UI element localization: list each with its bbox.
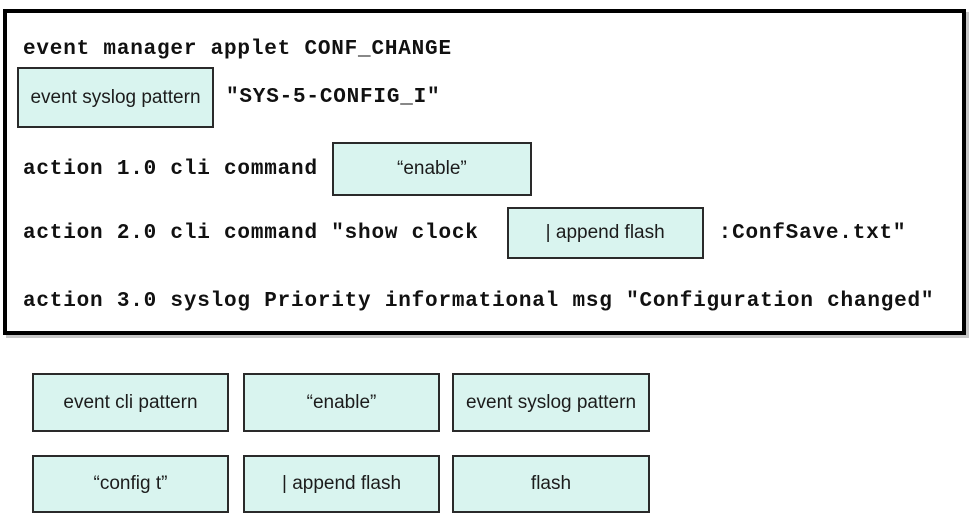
drop-slot-enable[interactable]: “enable” (331, 142, 532, 196)
drop-slot-append-flash[interactable]: | append flash (506, 207, 704, 259)
dropped-token-label: | append flash (545, 222, 665, 243)
code-text-syslog-pattern-value: "SYS-5-CONFIG_I" (226, 86, 441, 109)
token-label: event syslog pattern (465, 391, 637, 413)
token-label: “enable” (306, 391, 377, 413)
token-label: | append flash (281, 473, 402, 494)
token-append-flash[interactable]: | append flash (243, 455, 440, 513)
code-text-action-2: action 2.0 cli command "show clock (23, 221, 479, 245)
code-line-action-2: action 2.0 cli command "show clock | app… (23, 207, 906, 259)
drop-slot-event-syslog-pattern[interactable]: event syslog pattern (17, 67, 214, 128)
code-text-action-1: action 1.0 cli command (23, 157, 318, 181)
token-flash[interactable]: flash (452, 455, 650, 513)
dropped-token-label: event syslog pattern (30, 86, 201, 108)
token-label: “config t” (93, 473, 168, 494)
code-line-action-1: action 1.0 cli command “enable” (23, 142, 532, 196)
token-config-t[interactable]: “config t” (32, 455, 229, 513)
dropped-token-label: “enable” (397, 158, 467, 179)
token-enable[interactable]: “enable” (243, 373, 440, 432)
token-label: flash (530, 473, 572, 494)
token-event-syslog-pattern[interactable]: event syslog pattern (452, 373, 650, 432)
code-line-event-syslog: event syslog pattern "SYS-5-CONFIG_I" (17, 67, 440, 128)
token-label: event cli pattern (63, 391, 198, 413)
code-line-event-manager: event manager applet CONF_CHANGE (23, 35, 452, 63)
code-text-action-3: action 3.0 syslog Priority informational… (23, 289, 935, 313)
token-event-cli-pattern[interactable]: event cli pattern (32, 373, 229, 432)
code-line-action-3: action 3.0 syslog Priority informational… (23, 287, 934, 315)
code-text-confsave-suffix: :ConfSave.txt" (718, 221, 907, 245)
code-text-line1: event manager applet CONF_CHANGE (23, 37, 452, 61)
code-panel: event manager applet CONF_CHANGE event s… (3, 9, 966, 335)
